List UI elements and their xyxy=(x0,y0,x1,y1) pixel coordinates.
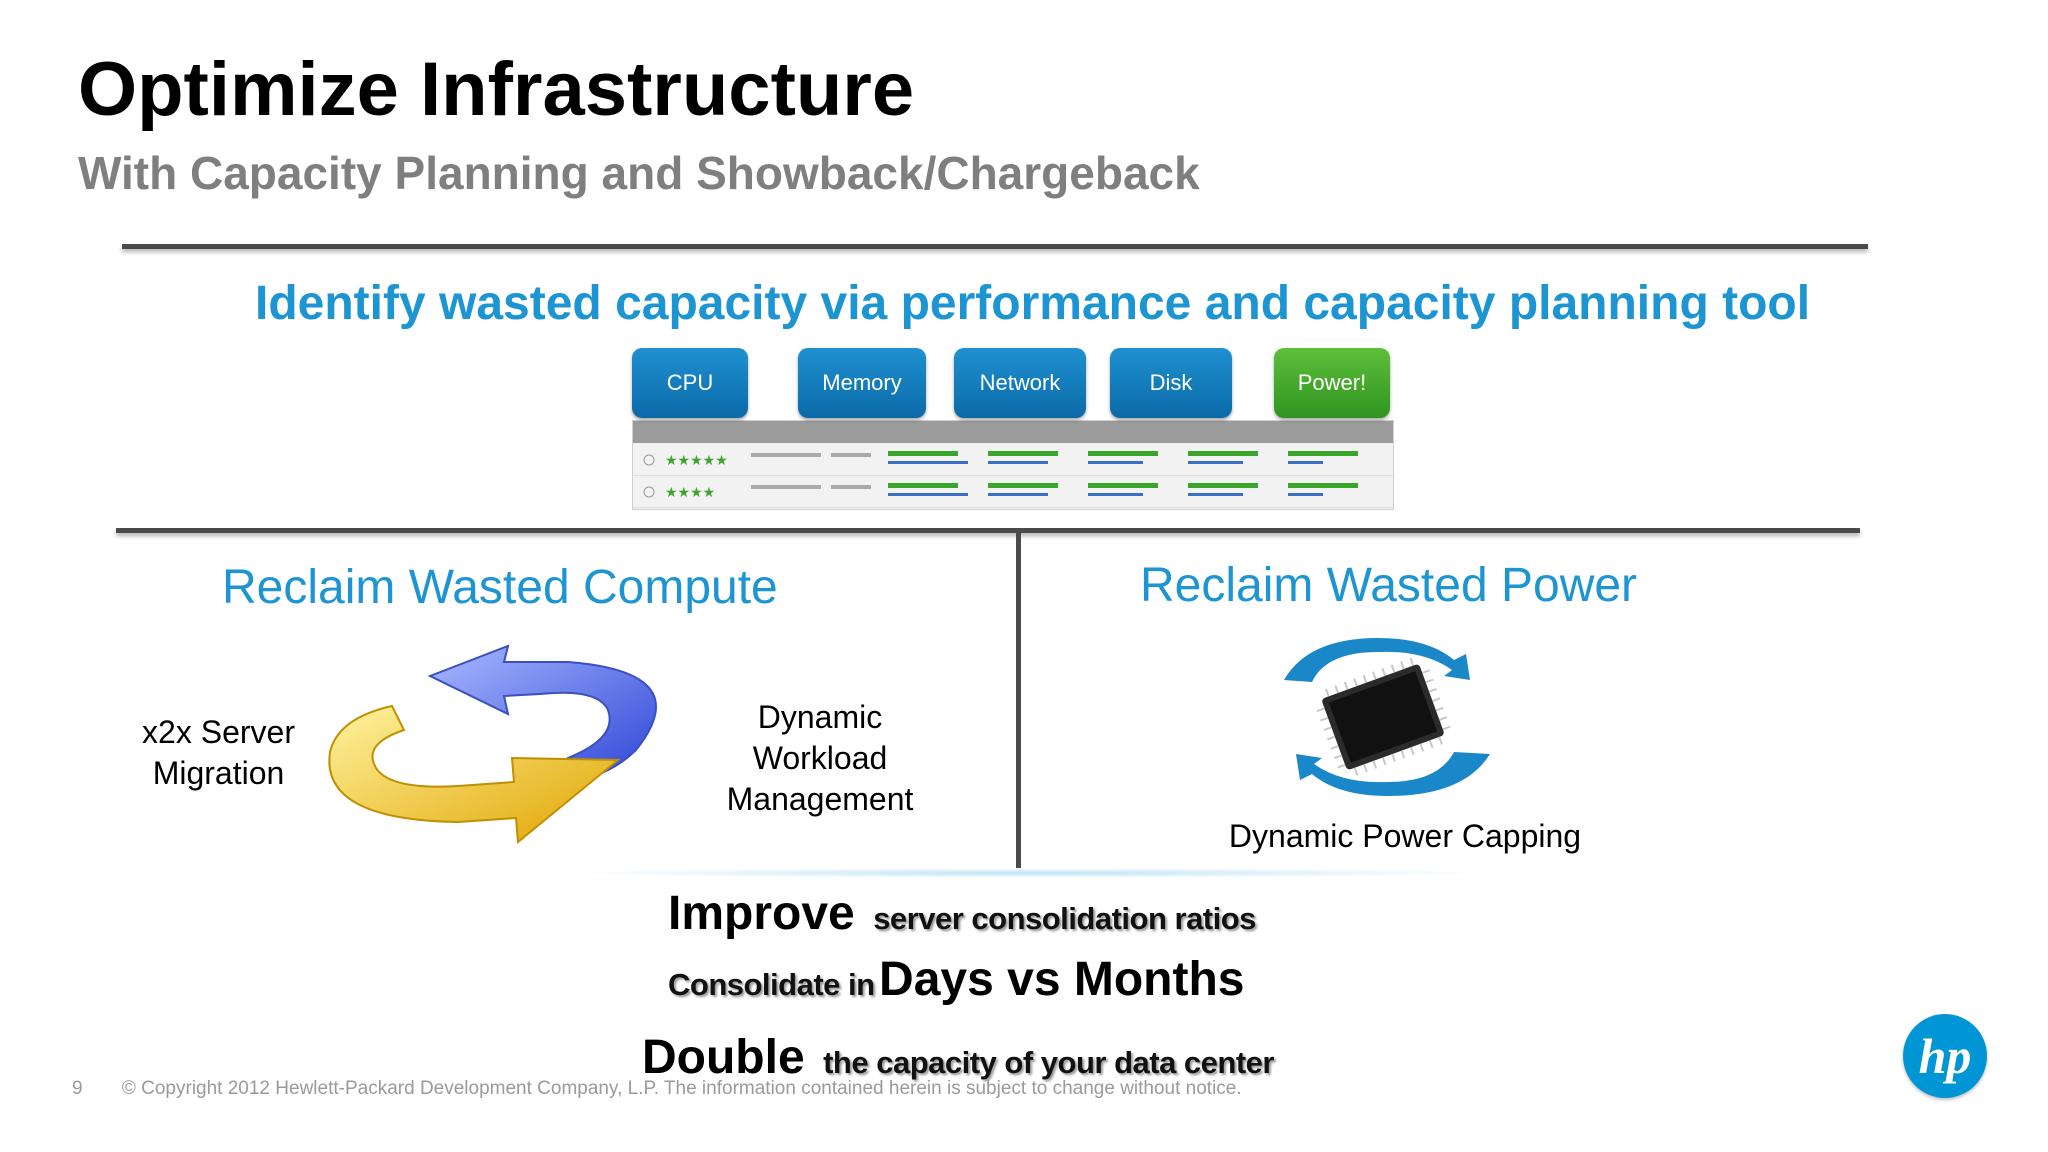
footer: 9 © Copyright 2012 Hewlett-Packard Devel… xyxy=(72,1078,1276,1100)
tool-tab-disk: Disk xyxy=(1110,348,1232,418)
capacity-planning-tool-screenshot: ★★★★★ ★★★★ CPU Memory Network xyxy=(632,348,1394,510)
tool-table-row: ★★★★ xyxy=(633,477,1393,508)
tool-tab-memory: Memory xyxy=(798,348,926,418)
benefit-detail: the capacity of your data center xyxy=(823,1045,1274,1080)
slide-title: Optimize Infrastructure xyxy=(78,47,915,132)
tool-table-row: ★★★★★ xyxy=(633,445,1393,476)
hp-logo: hp xyxy=(1903,1014,1987,1098)
benefit-consolidate: Consolidate in Days vs Months xyxy=(668,952,1244,1007)
power-chip-icon xyxy=(1284,638,1490,796)
tool-tab-power: Power! xyxy=(1274,348,1390,418)
tool-table-header xyxy=(633,421,1393,443)
power-section-title: Reclaim Wasted Power xyxy=(1140,559,1638,612)
dynamic-workload-label: Dynamic Workload Management xyxy=(700,697,940,820)
tool-tab-network: Network xyxy=(954,348,1086,418)
benefit-keyword: Days vs Months xyxy=(879,953,1245,1006)
benefit-detail: Consolidate in xyxy=(668,967,875,1002)
benefit-keyword: Double xyxy=(642,1031,805,1084)
top-divider xyxy=(122,244,1868,249)
power-capping-caption: Dynamic Power Capping xyxy=(1228,818,1582,854)
svg-text:★★★★: ★★★★ xyxy=(665,485,715,501)
tool-row-graphic: ★★★★ xyxy=(643,483,1358,501)
tool-row-graphic: ★★★★★ xyxy=(643,451,1358,469)
label-line: x2x Server xyxy=(142,714,295,750)
x2x-migration-label: x2x Server Migration xyxy=(126,712,311,794)
compute-section-title: Reclaim Wasted Compute xyxy=(222,561,778,614)
tool-table: ★★★★★ ★★★★ xyxy=(632,420,1394,510)
label-line: Migration xyxy=(152,755,285,791)
slide-subtitle: With Capacity Planning and Showback/Char… xyxy=(78,147,1200,199)
tool-tab-cpu: CPU xyxy=(632,348,748,418)
copyright-notice: © Copyright 2012 Hewlett-Packard Develop… xyxy=(121,1078,1242,1099)
migration-cycle-icon xyxy=(328,644,657,844)
svg-text:★★★★★: ★★★★★ xyxy=(665,453,728,469)
benefit-detail: server consolidation ratios xyxy=(873,901,1256,936)
page-number: 9 xyxy=(72,1078,83,1099)
label-line: Dynamic xyxy=(757,699,883,735)
middle-divider xyxy=(116,528,1860,533)
benefit-keyword: Improve xyxy=(668,887,855,940)
label-line: Management xyxy=(726,781,914,817)
highlight-glow xyxy=(560,868,1500,878)
benefit-improve: Improve server consolidation ratios xyxy=(668,886,1256,941)
benefit-double: Double the capacity of your data center xyxy=(642,1030,1274,1085)
vertical-divider xyxy=(1016,532,1021,868)
headline: Identify wasted capacity via performance… xyxy=(255,277,1811,330)
label-line: Workload xyxy=(752,740,888,776)
hp-logo-text: hp xyxy=(1918,1028,1972,1084)
